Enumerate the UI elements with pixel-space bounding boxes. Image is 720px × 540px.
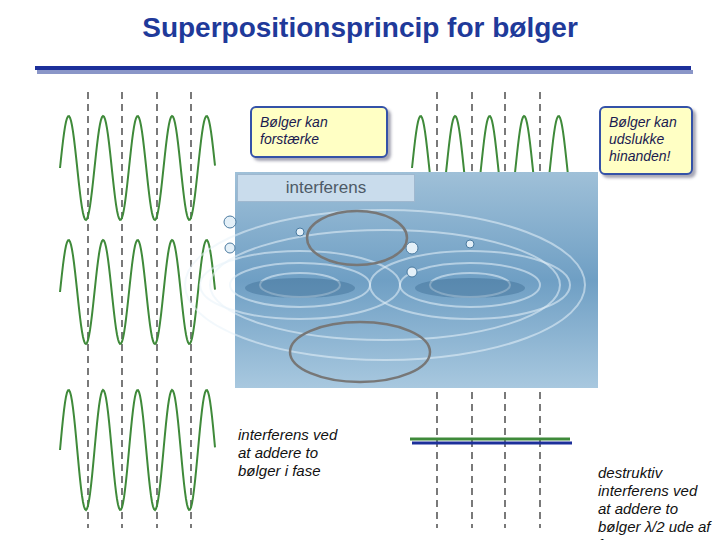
title-underline [35,66,691,70]
title-underline-shadow [37,70,693,74]
highlight-ellipse [290,322,430,382]
slide-title: Superpositionsprincip for bølger [0,12,720,44]
dashed-guide [190,92,191,528]
highlight-ellipse [307,211,407,265]
sine-wave [60,116,215,220]
dashed-guide [156,92,157,528]
callout-box: Bølger kan udslukke hinanden! [599,106,693,175]
caption-text: interferens ved at addere to bølger i fa… [238,426,342,480]
callout-box: Bølger kan forstærke [250,106,388,158]
box-text: Bølger kan udslukke hinanden! [609,114,683,165]
dashed-guide [121,92,122,528]
box-text: Bølger kan forstærke [260,114,378,148]
box-text: interferens [244,178,408,198]
dashed-guide [87,92,88,528]
flat-wave [410,438,570,441]
flat-wave-shadow [412,442,572,445]
water-photo [185,172,598,388]
sine-wave [60,390,215,510]
sine-wave [60,240,215,344]
caption-text: destruktiv interferens ved at addere to … [598,464,712,540]
label-band: interferens [237,174,415,202]
